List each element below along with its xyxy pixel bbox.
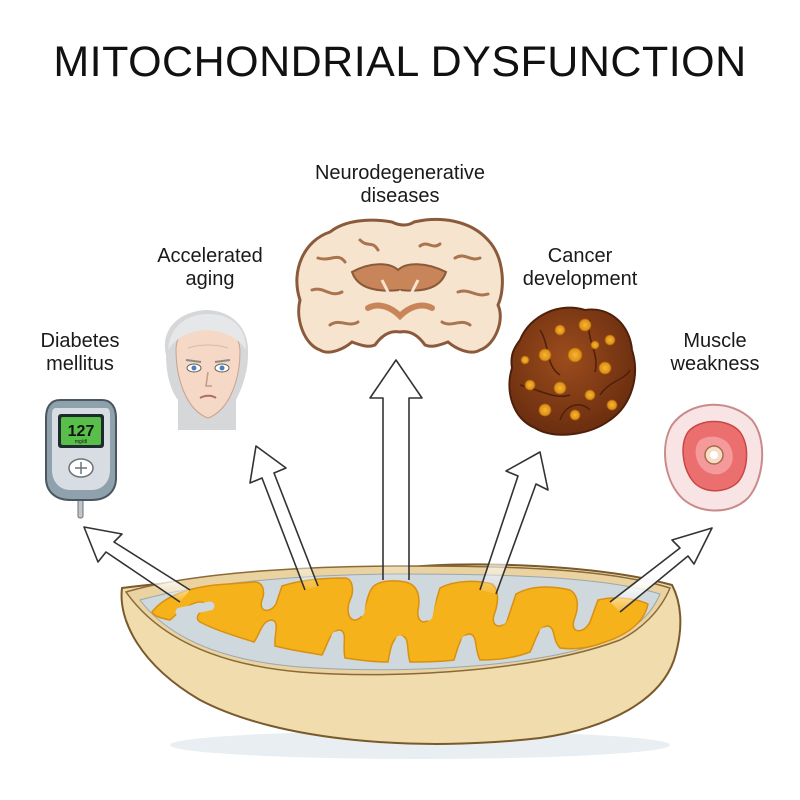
elderly-face-icon [164, 310, 249, 430]
cancer-label: Cancer development [500, 245, 660, 291]
glucometer-unit: mg/dl [75, 439, 87, 445]
tumor-icon [508, 306, 636, 436]
muscle-label-line1: Muscle [683, 330, 747, 352]
brain-section-icon [295, 217, 504, 354]
muscle-cross-section-icon [664, 403, 764, 512]
aging-label-line1: Accelerated [157, 245, 263, 267]
page-title: MITOCHONDRIAL DYSFUNCTION [53, 38, 747, 86]
diabetes-label-line1: Diabetes [40, 330, 120, 352]
arrow-to-diabetes [83, 526, 191, 603]
aging-label-line2: aging [185, 268, 235, 290]
arrow-to-aging [249, 445, 319, 591]
arrow-to-cancer [479, 451, 549, 595]
diabetes-label-line2: mellitus [46, 353, 114, 375]
cancer-label-line1: Cancer [547, 245, 613, 267]
arrow-to-muscle [609, 527, 713, 613]
neurodegenerative-label-line1: Neurodegenerative [314, 162, 486, 184]
aging-label: Accelerated aging [135, 245, 285, 291]
diabetes-label: Diabetes mellitus [20, 330, 140, 376]
mitochondrion-icon [120, 563, 682, 745]
neurodegenerative-label: Neurodegenerative diseases [295, 162, 505, 208]
glucometer-icon: 127 mg/dl [45, 399, 117, 519]
neurodegenerative-label-line2: diseases [360, 185, 440, 207]
muscle-label-line2: weakness [670, 353, 760, 375]
arrow-to-neuro [369, 359, 423, 580]
muscle-label: Muscle weakness [650, 330, 780, 376]
cancer-label-line2: development [522, 268, 638, 290]
glucometer-reading: 127 [68, 423, 95, 440]
